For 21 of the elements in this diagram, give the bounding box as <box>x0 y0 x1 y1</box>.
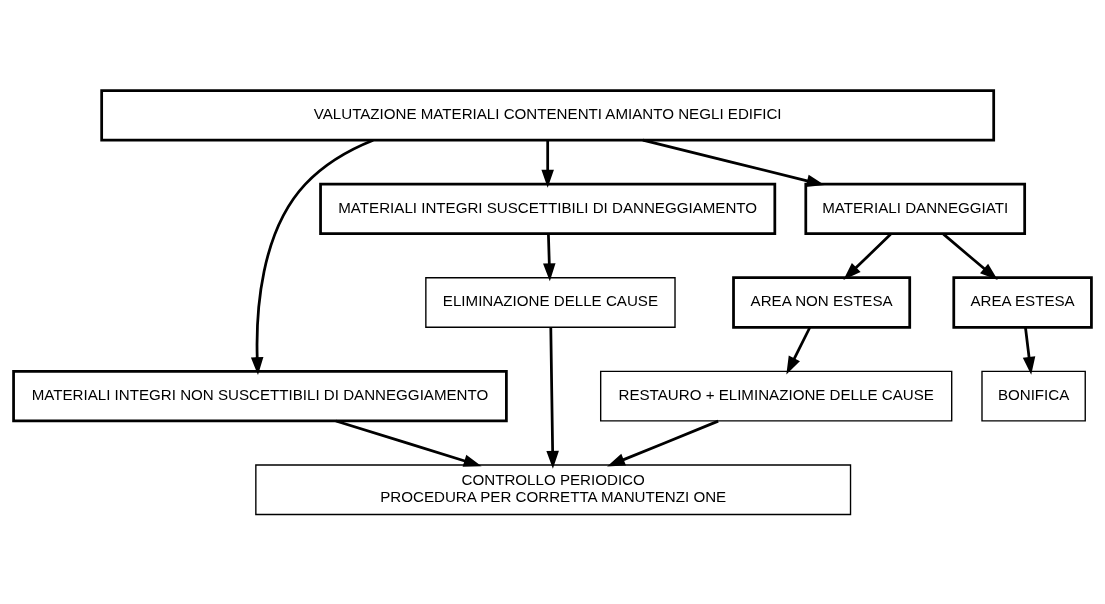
arrow <box>843 232 892 280</box>
arrow <box>335 419 482 467</box>
node-box: AREA ESTESA <box>952 275 1093 329</box>
node-box: MATERIALI INTEGRI NON SUSCETTIBILI DI DANNEGGIAMENTO <box>12 369 508 422</box>
arrow <box>607 419 719 466</box>
arrow <box>1022 327 1036 375</box>
node-box: BONIFICA <box>981 370 1086 422</box>
arrow <box>541 140 554 188</box>
node-box: AREA NON ESTESA <box>732 275 912 329</box>
node-box: MATERIALI DANNEGGIATI <box>804 182 1027 235</box>
node-box: ELIMINAZIONE DELLE CAUSE <box>425 276 676 328</box>
node-box: MATERIALI INTEGRI SUSCETTIBILI DI DANNEGGIAMENTO <box>319 182 777 235</box>
node-box: VALUTAZIONE MATERIALI CONTENENTI AMIANTO NEGLI EDIFICI <box>100 88 996 141</box>
node-box: RESTAURO + ELIMINAZIONE DELLE CAUSE <box>600 370 953 422</box>
arrow <box>546 327 559 469</box>
node-box: CONTROLLO PERIODICO PROCEDURA PER CORRETTA MANUTENZI ONE <box>255 463 852 515</box>
arrow <box>250 138 374 375</box>
arrow <box>942 232 998 280</box>
arrow <box>543 233 556 281</box>
arrow <box>642 138 825 187</box>
arrow <box>786 326 811 374</box>
